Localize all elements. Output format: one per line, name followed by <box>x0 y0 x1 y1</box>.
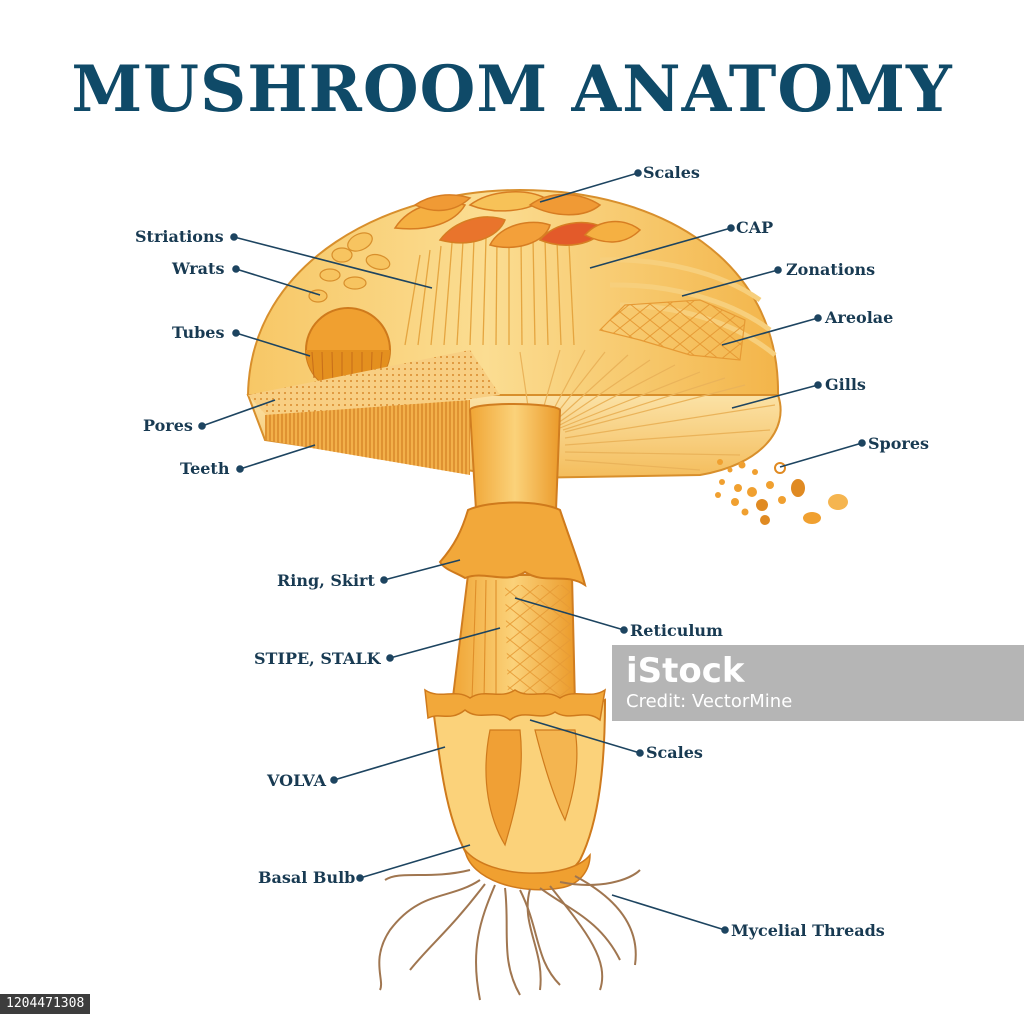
stock-watermark: iStock Credit: VectorMine <box>612 645 1024 721</box>
label-striations: Striations <box>135 227 224 246</box>
cap-warts <box>308 232 391 303</box>
label-scales-top: Scales <box>643 163 700 182</box>
label-volva: VOLVA <box>267 771 327 790</box>
label-teeth: Teeth <box>180 459 230 478</box>
leader-lines <box>198 169 866 934</box>
stipe <box>450 403 577 706</box>
watermark-logo: iStock <box>626 651 745 691</box>
label-ring-skirt: Ring, Skirt <box>277 571 375 590</box>
mycelial-threads <box>378 869 641 1001</box>
diagram-title: MUSHROOM ANATOMY <box>71 52 953 127</box>
label-scales-bottom: Scales <box>646 743 703 762</box>
ring-skirt <box>438 501 587 588</box>
watermark-credit: Credit: VectorMine <box>626 691 793 712</box>
label-pores: Pores <box>143 416 193 435</box>
label-zonations: Zonations <box>786 260 876 279</box>
label-gills: Gills <box>825 375 866 394</box>
cap-scales <box>393 191 642 249</box>
stock-id-badge: 1204471308 <box>0 994 91 1014</box>
label-reticulum: Reticulum <box>630 621 723 640</box>
spores <box>715 459 848 525</box>
label-mycelial-threads: Mycelial Threads <box>731 921 885 940</box>
volva <box>424 688 607 891</box>
cap-underside <box>246 349 782 480</box>
label-cap: CAP <box>736 218 774 237</box>
label-basal-bulb: Basal Bulb <box>258 868 356 887</box>
label-tubes: Tubes <box>172 323 225 342</box>
cap-dome <box>246 188 780 396</box>
label-spores: Spores <box>868 434 930 453</box>
label-wrats: Wrats <box>172 259 225 278</box>
label-stipe-stalk: STIPE, STALK <box>254 649 381 668</box>
label-areolae: Areolae <box>825 308 894 327</box>
